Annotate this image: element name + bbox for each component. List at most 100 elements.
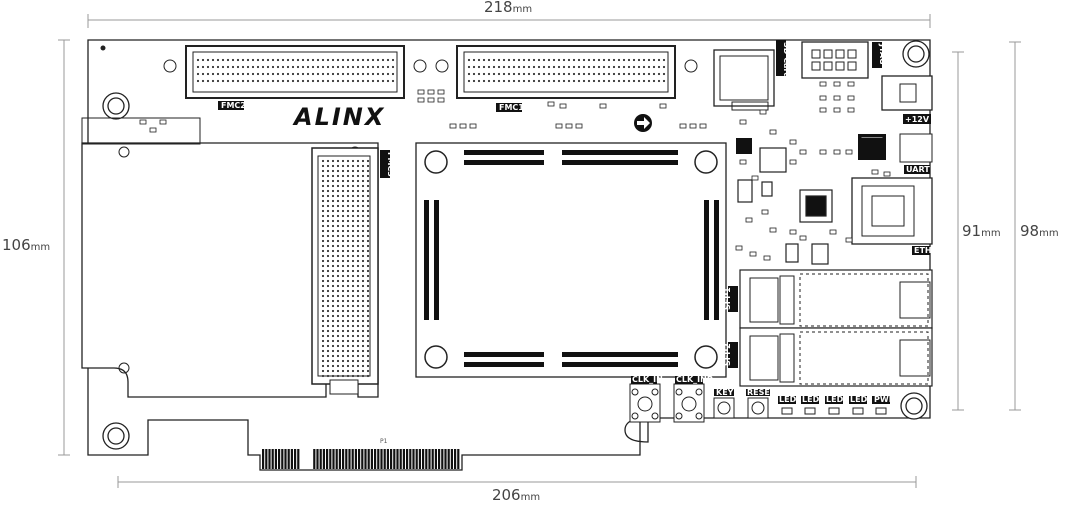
connector-pin <box>241 79 245 83</box>
connector-pin <box>331 174 335 178</box>
dim-right-outer: 98mm <box>1020 222 1059 240</box>
connector-pin <box>361 224 365 228</box>
connector-pin <box>326 294 330 298</box>
pcie-finger <box>425 449 428 469</box>
connector-pin <box>351 65 355 69</box>
connector-pin <box>497 65 501 69</box>
connector-pin <box>391 79 395 83</box>
mounting-holes <box>102 40 930 450</box>
connector-pin <box>196 79 200 83</box>
connector-pin <box>366 349 370 353</box>
connector-pin <box>346 204 350 208</box>
clk-in-connector <box>629 383 661 423</box>
connector-pin <box>346 274 350 278</box>
connector-pin <box>256 65 260 69</box>
connector-pin <box>597 79 601 83</box>
connector-pin <box>341 324 345 328</box>
connector-pin <box>597 65 601 69</box>
connector-pin <box>316 72 320 76</box>
connector-pin <box>507 58 511 62</box>
connector-pin <box>572 79 576 83</box>
connector-pin <box>376 65 380 69</box>
connector-pin <box>346 229 350 233</box>
connector-pin <box>271 65 275 69</box>
connector-pin <box>331 219 335 223</box>
connector-pin <box>351 344 355 348</box>
connector-pin <box>512 72 516 76</box>
connector-pin <box>366 354 370 358</box>
pcie-finger <box>374 449 377 469</box>
connector-pin <box>487 65 491 69</box>
connector-pin <box>341 184 345 188</box>
connector-pin <box>341 229 345 233</box>
connector-pin <box>637 65 641 69</box>
smd-component <box>759 109 767 115</box>
connector-pin <box>326 259 330 263</box>
connector-pin <box>331 249 335 253</box>
connector-pin <box>361 249 365 253</box>
connector-pin <box>331 369 335 373</box>
connector-pin <box>331 324 335 328</box>
connector-pin <box>361 369 365 373</box>
pcie-finger <box>406 449 409 469</box>
connector-pin <box>652 79 656 83</box>
connector-pin <box>361 299 365 303</box>
connector-pin <box>341 194 345 198</box>
connector-pin <box>341 309 345 313</box>
connector-pin <box>376 58 380 62</box>
connector-pin <box>647 65 651 69</box>
pcie-finger <box>287 449 290 469</box>
connector-pin <box>366 174 370 178</box>
connector-pin <box>567 72 571 76</box>
connector-pin <box>617 72 621 76</box>
connector-pin <box>497 79 501 83</box>
connector-pin <box>341 349 345 353</box>
connector-pin <box>356 339 360 343</box>
connector-pin <box>612 72 616 76</box>
connector-pin <box>326 264 330 268</box>
connector-pin <box>321 179 325 183</box>
connector-pin <box>587 79 591 83</box>
connector-pin <box>331 349 335 353</box>
connector-pin <box>326 269 330 273</box>
connector-pin <box>346 234 350 238</box>
pcie-finger <box>364 449 367 469</box>
uart-label: UART <box>906 165 930 174</box>
led-indicators <box>781 407 887 415</box>
connector-pin <box>361 289 365 293</box>
pcie-finger <box>338 449 341 469</box>
connector-pin <box>366 269 370 273</box>
connector-pin <box>221 72 225 76</box>
smd-component <box>559 103 567 109</box>
connector-pin <box>577 79 581 83</box>
connector-pin <box>336 234 340 238</box>
connector-pin <box>361 214 365 218</box>
connector-pin <box>221 79 225 83</box>
smd-component <box>469 123 477 129</box>
connector-pin <box>321 234 325 238</box>
connector-pin <box>356 219 360 223</box>
connector-pin <box>361 79 365 83</box>
connector-pin <box>341 214 345 218</box>
connector-pin <box>361 259 365 263</box>
pwr-label: PWR <box>874 395 895 404</box>
connector-pin <box>356 299 360 303</box>
connector-pin <box>366 309 370 313</box>
connector-pin <box>351 269 355 273</box>
connector-pin <box>632 72 636 76</box>
connector-pin <box>336 339 340 343</box>
connector-pin <box>607 65 611 69</box>
connector-pin <box>356 184 360 188</box>
connector-pin <box>361 274 365 278</box>
connector-pin <box>356 254 360 258</box>
connector-pin <box>331 374 335 378</box>
connector-pin <box>361 354 365 358</box>
connector-pin <box>336 239 340 243</box>
connector-pin <box>331 58 335 62</box>
connector-pin <box>341 199 345 203</box>
connector-pin <box>341 164 345 168</box>
connector-pin <box>331 259 335 263</box>
connector-pin <box>346 269 350 273</box>
connector-pin <box>346 319 350 323</box>
